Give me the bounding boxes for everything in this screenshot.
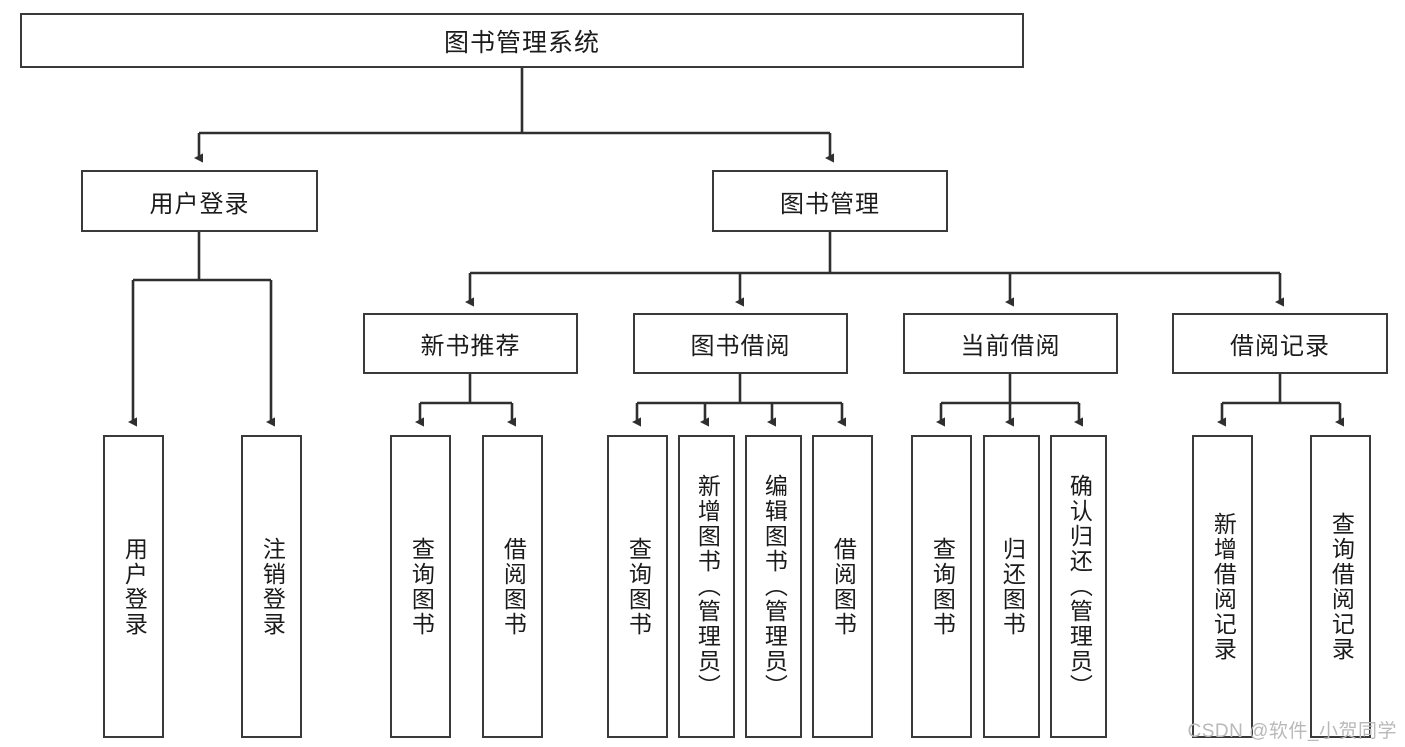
leaf-query-borrow-record[interactable]: 查询借阅记录 <box>1310 435 1371 738</box>
node-current-borrow[interactable]: 当前借阅 <box>903 313 1118 374</box>
leaf-edit-book-admin[interactable]: 编辑图书（管理员） <box>745 435 802 738</box>
node-root-system[interactable]: 图书管理系统 <box>20 13 1024 68</box>
leaf-return-book[interactable]: 归还图书 <box>983 435 1040 738</box>
node-label: 当前借阅 <box>960 333 1061 360</box>
leaf-query-book-recommend[interactable]: 查询图书 <box>390 435 451 738</box>
leaf-confirm-return-admin[interactable]: 确认归还（管理员） <box>1050 435 1107 738</box>
node-label: 新书推荐 <box>420 333 521 360</box>
leaf-query-book-borrow[interactable]: 查询图书 <box>607 435 668 738</box>
leaf-label: 用户登录 <box>121 536 148 637</box>
leaf-label: 注销登录 <box>259 536 286 637</box>
node-book-borrow[interactable]: 图书借阅 <box>633 313 848 374</box>
leaf-label: 借阅图书 <box>830 536 857 637</box>
leaf-label: 新增借阅记录 <box>1210 511 1237 662</box>
leaf-add-borrow-record[interactable]: 新增借阅记录 <box>1192 435 1253 738</box>
leaf-query-book-current[interactable]: 查询图书 <box>911 435 972 738</box>
leaf-logout[interactable]: 注销登录 <box>241 435 302 738</box>
leaf-label: 查询图书 <box>625 536 652 637</box>
node-new-book-recommend[interactable]: 新书推荐 <box>363 313 578 374</box>
leaf-label: 编辑图书（管理员） <box>761 474 788 699</box>
leaf-borrow-book[interactable]: 借阅图书 <box>812 435 873 738</box>
leaf-label: 新增图书（管理员） <box>694 474 721 699</box>
leaf-user-login[interactable]: 用户登录 <box>103 435 164 738</box>
leaf-label: 确认归还（管理员） <box>1066 474 1093 699</box>
leaf-label: 归还图书 <box>999 536 1026 637</box>
csdn-watermark: CSDN @软件_小贺同学 <box>1187 721 1397 742</box>
leaf-label: 查询图书 <box>408 536 435 637</box>
node-user-login[interactable]: 用户登录 <box>81 170 318 232</box>
node-label: 图书管理 <box>780 190 880 218</box>
node-label: 用户登录 <box>149 190 250 218</box>
leaf-label: 查询图书 <box>929 536 956 637</box>
leaf-borrow-book-recommend[interactable]: 借阅图书 <box>482 435 543 738</box>
node-book-management[interactable]: 图书管理 <box>712 170 948 232</box>
leaf-label: 查询借阅记录 <box>1328 511 1355 662</box>
node-label: 图书管理系统 <box>443 28 600 57</box>
leaf-add-book-admin[interactable]: 新增图书（管理员） <box>678 435 735 738</box>
node-label: 图书借阅 <box>690 333 791 360</box>
leaf-label: 借阅图书 <box>500 536 527 637</box>
node-label: 借阅记录 <box>1230 333 1330 360</box>
node-borrow-record[interactable]: 借阅记录 <box>1172 313 1388 374</box>
